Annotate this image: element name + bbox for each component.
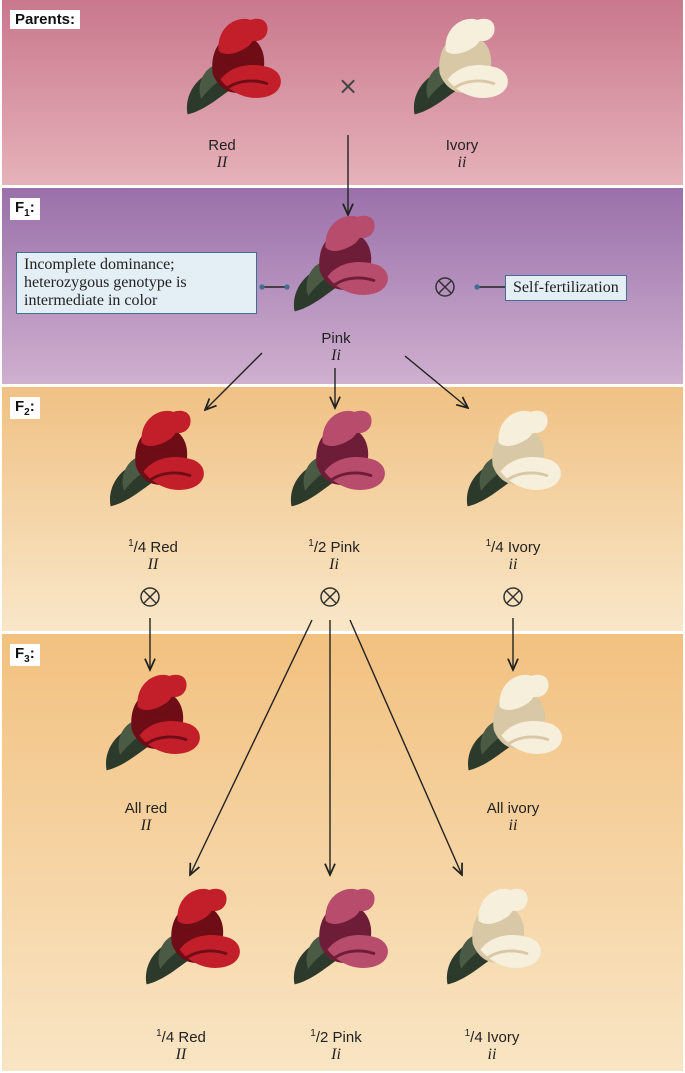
caption-parent-ivory: Ivory ii xyxy=(445,137,479,171)
caption-f3-ivory: 1/4 Ivory ii xyxy=(464,1028,520,1063)
flower-f2-red xyxy=(110,410,204,507)
self-fertilization-symbol xyxy=(140,587,160,607)
caption-f3-red: 1/4 Red II xyxy=(156,1028,206,1063)
self-fertilization-symbol xyxy=(320,587,340,607)
caption-f1-pink: Pink Ii xyxy=(321,330,351,364)
caption-parent-red: Red II xyxy=(208,137,236,171)
caption-f3-pink: 1/2 Pink Ii xyxy=(310,1028,362,1063)
f3-band: F3: xyxy=(2,634,683,1071)
self-fertilization-callout: Self-fertilization xyxy=(505,275,627,301)
cross-symbol: × xyxy=(338,72,359,100)
caption-f2-pink: 1/2 Pink Ii xyxy=(308,538,360,573)
flower-f3-all-red xyxy=(106,674,200,771)
flower-f3-ivory xyxy=(447,888,541,985)
caption-f2-red: 1/4 Red II xyxy=(128,538,178,573)
flower-parent-ivory xyxy=(414,18,508,115)
parents-band: Parents: xyxy=(2,0,683,185)
self-fertilization-symbol xyxy=(435,277,455,297)
flower-f3-all-ivory xyxy=(468,674,562,771)
f3-label: F3: xyxy=(10,644,40,666)
caption-f3-all-ivory: All ivory ii xyxy=(486,800,540,834)
caption-f3-all-red: All red II xyxy=(124,800,168,834)
incomplete-dominance-callout: Incomplete dominance; heterozygous genot… xyxy=(16,252,257,314)
flower-f2-ivory xyxy=(467,410,561,507)
f1-label: F1: xyxy=(10,198,40,220)
caption-f2-ivory: 1/4 Ivory ii xyxy=(485,538,541,573)
self-fertilization-symbol xyxy=(503,587,523,607)
flower-parent-red xyxy=(187,18,281,115)
flower-f2-pink xyxy=(291,410,385,507)
flower-f3-red xyxy=(146,888,240,985)
f2-label: F2: xyxy=(10,397,40,419)
flower-f3-pink xyxy=(294,888,388,985)
parents-label: Parents: xyxy=(10,10,81,29)
flower-f1-pink xyxy=(294,215,388,312)
